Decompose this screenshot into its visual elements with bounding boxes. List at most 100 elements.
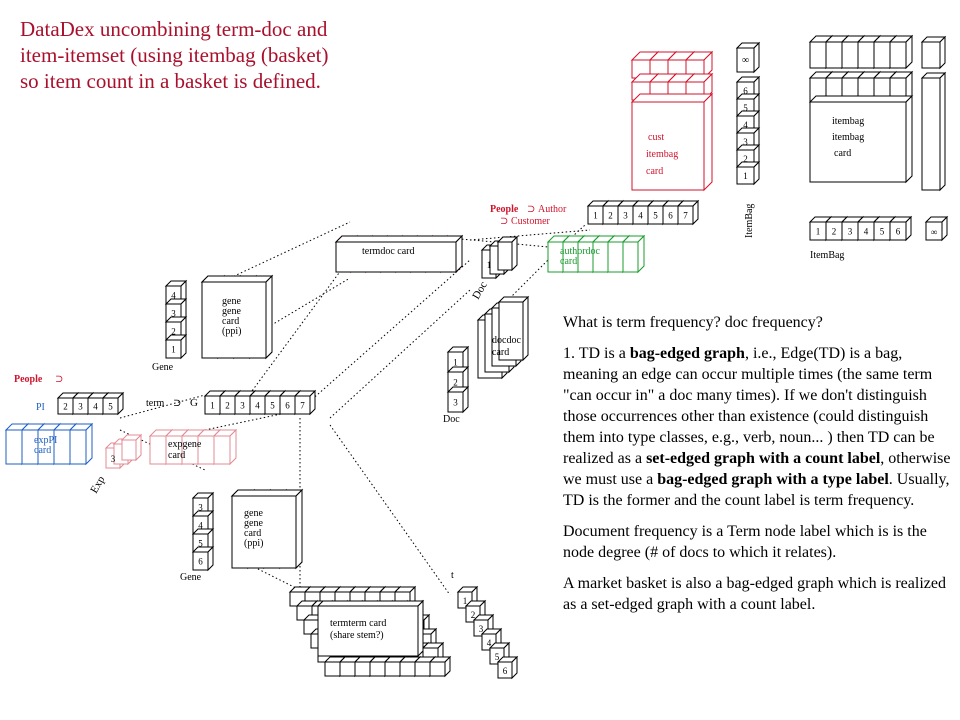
cell-side-face	[703, 92, 713, 192]
people-axis-label: 1	[593, 211, 598, 221]
cell-front-face	[921, 41, 941, 69]
t-axis-label: 3	[479, 624, 484, 634]
authordoc-cell	[621, 234, 646, 274]
term-g-axis-cell	[293, 389, 317, 416]
t-axis-label: 5	[495, 652, 500, 662]
cell-front-face	[622, 241, 639, 273]
gene-lower-axis-label: 6	[198, 557, 203, 567]
cell-front-face	[677, 205, 694, 225]
cell-front-face	[213, 435, 231, 465]
expgene-cell	[212, 428, 238, 466]
people-left-label: People	[14, 374, 43, 385]
cell-front-face	[809, 41, 827, 69]
genegene-upper-body	[200, 274, 274, 360]
termterm-label: termterm card	[330, 618, 386, 629]
gene-upper-axis-label: 3	[171, 309, 176, 319]
cell-front-face	[498, 301, 524, 361]
exp-cell	[120, 433, 143, 462]
cust-itembag-card-body	[630, 92, 714, 192]
pi-axis-label: 2	[63, 402, 68, 412]
cell-front-face	[121, 439, 137, 461]
infinity-label: ∞	[931, 227, 937, 237]
term-g-axis-label: 1	[210, 401, 215, 411]
cell-front-face	[857, 41, 875, 69]
itembag-infinity-cell	[735, 41, 761, 74]
cell-top-face	[808, 95, 914, 103]
cell-front-face	[631, 101, 705, 191]
itembag-axis-label: 1	[743, 171, 748, 181]
title-line-3: so item count in a basket is defined.	[20, 69, 321, 93]
cell-front-face	[873, 41, 891, 69]
explanation-market-basket: A market basket is also a bag-edged grap…	[563, 575, 946, 613]
diagram-labels: custitembagcard∞654321ItemBagitembagitem…	[14, 55, 937, 676]
itembag-horizontal-axis-label: 5	[880, 227, 885, 237]
cell-front-face	[201, 281, 267, 359]
doc-upper-cell	[496, 235, 519, 272]
itembag-card-label: card	[834, 148, 851, 159]
genegene-lower-label: (ppi)	[244, 538, 263, 549]
cell-top-face	[630, 93, 714, 103]
term-g-axis-label: 2	[225, 401, 230, 411]
td-text-segment: bag-edged graph	[629, 345, 745, 362]
customer-label: Customer	[511, 216, 551, 227]
exppi-cell	[68, 422, 94, 466]
termterm-cell	[428, 655, 452, 678]
cell-front-face	[324, 661, 341, 677]
t-axis-label: 2	[471, 610, 476, 620]
connector-line	[237, 257, 351, 411]
diagram-shapes	[4, 34, 949, 680]
connector-line	[329, 424, 451, 596]
pi-axis-cell	[101, 391, 125, 416]
cell-front-face	[231, 495, 297, 569]
td-text-segment: set-edged graph with a count label	[646, 450, 881, 467]
genegene-lower-body	[230, 488, 304, 570]
cell-front-face	[607, 241, 624, 273]
cell-front-face	[102, 397, 119, 415]
td-text-segment: . Usually, TD is the former and the coun…	[563, 471, 950, 509]
t-axis-label: 4	[487, 638, 492, 648]
exppi-label: expPI	[34, 435, 57, 446]
cell-front-face	[69, 429, 87, 465]
itembag-axis-label: 4	[743, 120, 748, 130]
td-text-segment: , otherwise we must use a	[563, 450, 951, 488]
cell-side-face	[905, 94, 913, 184]
term-g-axis-label: 7	[300, 401, 305, 411]
pi-axis-label: 3	[78, 402, 83, 412]
cell-front-face	[825, 41, 843, 69]
cell-front-face	[369, 661, 386, 677]
genegene-upper-label: gene	[222, 306, 241, 317]
cell-front-face	[5, 429, 23, 465]
cell-front-face	[889, 41, 907, 69]
cell-front-face	[339, 661, 356, 677]
cell-front-face	[399, 661, 416, 677]
cell-front-face	[354, 661, 371, 677]
t-axis-label: 1	[463, 596, 468, 606]
gene-upper-axis-label: 2	[171, 327, 176, 337]
diagram-title: DataDex uncombining term-doc and item-it…	[20, 16, 380, 94]
itembag-horizontal-axis-label: 3	[848, 227, 853, 237]
itembag-axis-label: 3	[743, 137, 748, 147]
itembag-horizontal-axis-label: 2	[832, 227, 837, 237]
explanation-panel: What is term frequency? doc frequency? 1…	[563, 312, 955, 625]
genegene-upper-label: gene	[222, 296, 241, 307]
infinity-label: ∞	[742, 55, 749, 66]
itembag-horizontal-axis-label: 4	[864, 227, 869, 237]
cell-top-face	[200, 275, 274, 283]
superset-symbol: ⊃	[173, 398, 181, 409]
itembag-axis-label: 5	[743, 103, 748, 113]
cell-front-face	[925, 221, 943, 241]
cell-top-face	[316, 600, 425, 607]
cust-itembag-label: card	[646, 166, 663, 177]
people-axis-cell	[676, 199, 700, 226]
doc-rotated-label: Doc	[470, 280, 490, 302]
explanation-question: What is term frequency? doc frequency?	[563, 314, 823, 331]
itembag-card-label: itembag	[832, 116, 864, 127]
cell-side-face	[939, 35, 946, 70]
cell-top-face	[334, 235, 464, 243]
people-axis-label: 6	[668, 211, 673, 221]
genegene-lower-label: card	[244, 528, 261, 539]
pi-axis-cell	[71, 391, 95, 416]
people-label: People	[490, 204, 519, 215]
termterm-card-body	[316, 599, 425, 658]
cell-front-face	[414, 661, 431, 677]
